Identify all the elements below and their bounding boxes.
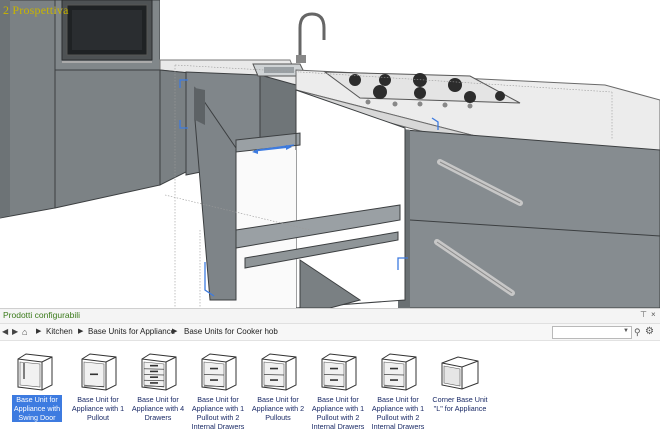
product-item-label: Base Unit for Appliance with 2 Pullouts [251,395,305,422]
breadcrumb-separator-icon: ▶ [172,328,178,335]
kitchen-scene [0,0,660,308]
close-icon[interactable]: × [651,310,656,319]
panel-title: Prodotti configurabili [3,310,81,320]
product-item[interactable]: Base Unit for Appliance with 2 Pullouts [248,347,308,446]
breadcrumb-kitchen[interactable]: Kitchen [46,327,73,336]
pin-icon[interactable]: ⊤ [640,310,647,319]
cabinet-thumbnail-icon [261,353,297,391]
forward-arrow-icon[interactable]: ▶ [12,327,19,336]
search-input[interactable]: ▼ [552,326,632,339]
cabinet-thumbnail-icon [321,353,357,391]
product-item-label: Base Unit for Appliance with 4 Drawers [131,395,185,422]
product-item-label: Base Unit for Appliance with 1 Pullout w… [371,395,425,431]
product-item-label: Base Unit for Appliance with Swing Door [12,395,62,422]
panel-header: Prodotti configurabili ⊤ × [0,309,660,324]
cabinet-thumbnail-icon [81,353,117,391]
cabinet-thumbnail-icon [381,353,417,391]
product-item[interactable]: Base Unit for Appliance with 1 Pullout w… [368,347,428,446]
cabinet-thumbnail-icon [17,353,53,391]
product-item-label: Corner Base Unit "L" for Appliance [432,395,488,413]
search-icon[interactable]: ⚲ [634,327,641,337]
product-item[interactable]: Base Unit for Appliance with 1 Pullout w… [308,347,368,446]
breadcrumb-separator-icon: ▶ [78,328,84,335]
gear-icon[interactable]: ⚙ [645,326,654,337]
product-item[interactable]: Base Unit for Appliance with 1 Pullout [68,347,128,446]
back-arrow-icon[interactable]: ◀ [2,327,9,336]
view-label: 2 Prospettiva [3,3,69,17]
3d-viewport[interactable]: 2 Prospettiva [0,0,660,308]
home-icon[interactable]: ⌂ [22,327,28,337]
product-item[interactable]: Base Unit for Appliance with 1 Pullout w… [188,347,248,446]
cabinet-thumbnail-icon [141,353,177,391]
cabinet-thumbnail-icon [201,353,237,391]
product-item-label: Base Unit for Appliance with 1 Pullout [71,395,125,422]
dropdown-arrow-icon[interactable]: ▼ [623,328,629,334]
breadcrumb-base-units-appliance[interactable]: Base Units for Appliance [88,327,176,336]
breadcrumb-base-units-cooker-hob[interactable]: Base Units for Cooker hob [184,327,278,336]
product-item[interactable]: Corner Base Unit "L" for Appliance [430,347,490,446]
configurable-products-panel: Prodotti configurabili ⊤ × ◀ ▶ ⌂ ▶ Kitch… [0,308,660,446]
product-item[interactable]: Base Unit for Appliance with 4 Drawers [128,347,188,446]
breadcrumb-separator-icon: ▶ [36,328,42,335]
product-item-label: Base Unit for Appliance with 1 Pullout w… [311,395,365,431]
cabinet-thumbnail-icon [441,356,479,390]
product-item[interactable]: Base Unit for Appliance with Swing Door [4,347,64,446]
navigation-bar: ◀ ▶ ⌂ ▶ Kitchen ▶ Base Units for Applian… [0,324,660,341]
product-item-label: Base Unit for Appliance with 1 Pullout w… [191,395,245,431]
